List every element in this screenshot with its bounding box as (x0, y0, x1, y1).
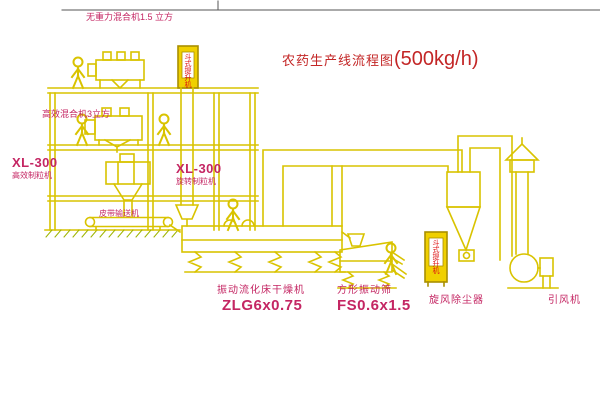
ground-hatch (45, 229, 179, 238)
sheet-border-line (61, 0, 600, 11)
label-second-mixer: 高效混合机3立方 (42, 109, 111, 119)
fluidbed-dryer (181, 219, 352, 274)
induced-draft-fan (507, 253, 559, 289)
label-granulator-left-name: 高效制粒机 (12, 171, 52, 180)
bucket-elevator-lower (424, 231, 448, 287)
worker-figure-5 (383, 242, 399, 276)
exhaust-duct (262, 149, 463, 227)
diagram-title-text: 农药生产线流程图 (282, 53, 395, 68)
granulator (105, 153, 151, 217)
belt-conveyor (84, 216, 182, 234)
label-elevator-upper: 斗式提升机 (184, 53, 191, 88)
label-dryer-model: ZLG6x0.75 (222, 297, 303, 314)
exhaust-stack (504, 137, 540, 255)
label-granulator-mid-model: XL-300 (176, 161, 222, 176)
label-cyclone: 旋风除尘器 (429, 295, 484, 306)
worker-figure-1 (70, 56, 86, 90)
label-sieve-model: FS0.6x1.5 (337, 297, 411, 314)
bucket-elevator-upper (174, 45, 200, 227)
diagram-title: 农药生产线流程图(500kg/h) (282, 48, 479, 71)
label-dryer-name: 振动流化床干燥机 (217, 285, 305, 296)
high-efficiency-mixer (84, 107, 143, 153)
gravity-mixer (87, 51, 145, 90)
worker-figure-4 (225, 198, 241, 232)
vibrating-sieve (337, 233, 408, 290)
worker-figure-2 (74, 113, 90, 147)
diagram-title-capacity: (500kg/h) (394, 48, 479, 70)
cyclone-separator (445, 135, 513, 262)
label-granulator-left-model: XL-300 (12, 155, 58, 170)
label-sieve-name: 方形振动筛 (337, 285, 392, 296)
worker-figure-3 (156, 113, 172, 147)
label-top-mixer: 无重力混合机1.5 立方 (86, 12, 174, 22)
label-fan: 引风机 (548, 295, 581, 306)
label-granulator-mid-name: 旋转制粒机 (176, 177, 216, 186)
label-elevator-lower: 斗式提升机 (432, 239, 439, 274)
label-belt-conveyor: 皮带输送机 (99, 209, 139, 218)
